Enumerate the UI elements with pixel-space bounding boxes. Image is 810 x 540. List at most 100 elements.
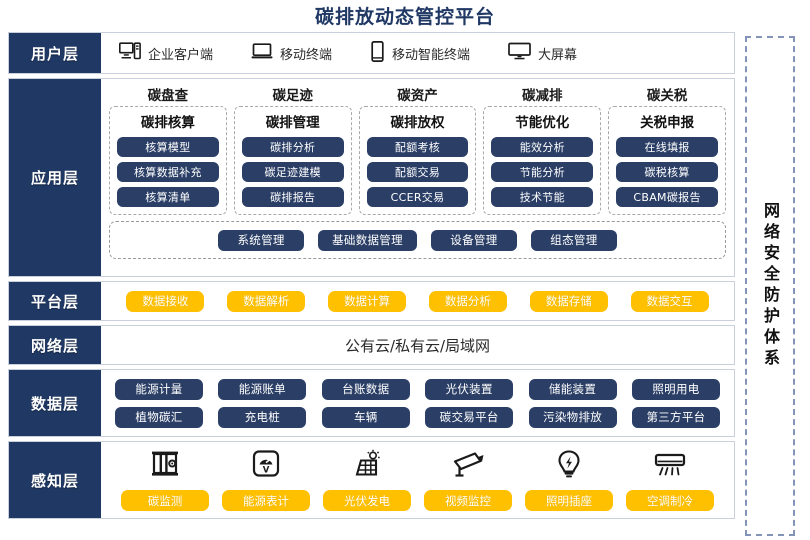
data-row: 能源计量 能源账单 台账数据 光伏装置 储能装置 照明用电 [115, 378, 720, 400]
app-item-button[interactable]: CBAM碳报告 [616, 187, 718, 207]
app-item-button[interactable]: 在线填报 [616, 137, 718, 157]
lightbulb-icon [554, 449, 584, 483]
app-box-tariff-declaration: 关税申报 在线填报 碳税核算 CBAM碳报告 [608, 106, 726, 215]
data-item-button[interactable]: 储能装置 [528, 378, 617, 400]
layer-platform: 平台层 数据接收 数据解析 数据计算 数据分析 数据存储 数据交互 [8, 281, 735, 321]
data-item-button[interactable]: 照明用电 [631, 378, 720, 400]
platform-item-button[interactable]: 数据交互 [630, 290, 709, 312]
layer-perception-label: 感知层 [9, 442, 101, 518]
layer-data-content: 能源计量 能源账单 台账数据 光伏装置 储能装置 照明用电 植物碳汇 充电桩 车… [101, 370, 734, 436]
large-screen-icon [508, 42, 531, 64]
user-item-label: 大屏幕 [538, 47, 578, 63]
layer-network-content: 公有云/私有云/局域网 [101, 326, 734, 364]
platform-item-button[interactable]: 数据解析 [227, 290, 306, 312]
layer-user: 用户层 企业客户端 [8, 32, 735, 74]
app-column-title: 碳关税 [646, 88, 688, 104]
perception-item-lighting-socket[interactable]: 照明插座 [523, 449, 615, 511]
perception-item-label[interactable]: 能源表计 [222, 490, 310, 511]
app-column-carbon-tariff: 碳关税 关税申报 在线填报 碳税核算 CBAM碳报告 [608, 84, 726, 215]
user-item-enterprise-client[interactable]: 企业客户端 [119, 42, 213, 64]
app-item-button[interactable]: 碳排分析 [241, 137, 344, 157]
perception-item-label[interactable]: 空调制冷 [626, 490, 714, 511]
user-item-label: 企业客户端 [148, 47, 214, 63]
app-box-title: 碳排放权 [390, 115, 445, 131]
platform-item-button[interactable]: 数据存储 [529, 290, 608, 312]
data-item-button[interactable]: 植物碳汇 [115, 406, 203, 428]
app-box-carbon-management: 碳排管理 碳排分析 碳足迹建模 碳排报告 [233, 106, 352, 215]
platform-item-button[interactable]: 数据计算 [328, 290, 407, 312]
perception-item-label[interactable]: 碳监测 [121, 490, 209, 511]
svg-text:V: V [263, 465, 270, 475]
app-box-emission-rights: 碳排放权 配额考核 配额交易 CCER交易 [358, 106, 477, 215]
app-item-button[interactable]: 碳税核算 [616, 162, 718, 182]
app-box-carbon-accounting: 碳排核算 核算模型 核算数据补充 核算清单 [109, 106, 227, 215]
layer-application-label: 应用层 [9, 79, 101, 276]
layer-user-content: 企业客户端 移动终端 [101, 33, 734, 73]
app-column-title: 碳盘查 [147, 88, 189, 104]
layer-application-content: 碳盘查 碳排核算 核算模型 核算数据补充 核算清单 碳足迹 碳排管理 [101, 79, 734, 276]
cctv-camera-icon [451, 449, 485, 483]
layer-platform-label: 平台层 [9, 282, 101, 320]
perception-item-label[interactable]: 视频监控 [424, 490, 512, 511]
app-item-button[interactable]: 碳足迹建模 [241, 162, 344, 182]
network-layer-text: 公有云/私有云/局域网 [344, 336, 491, 355]
layer-user-label: 用户层 [9, 33, 101, 73]
perception-item-label[interactable]: 照明插座 [525, 490, 613, 511]
app-column-title: 碳足迹 [272, 88, 313, 104]
app-item-button[interactable]: 能效分析 [491, 137, 594, 157]
application-base-services: 系统管理 基础数据管理 设备管理 组态管理 [109, 221, 726, 259]
base-service-button[interactable]: 系统管理 [218, 229, 305, 251]
network-security-band: 网络安全防护体系 [745, 36, 795, 536]
user-item-large-screen[interactable]: 大屏幕 [508, 42, 577, 64]
app-column-carbon-footprint: 碳足迹 碳排管理 碳排分析 碳足迹建模 碳排报告 [233, 84, 352, 215]
app-column-carbon-inventory: 碳盘查 碳排核算 核算模型 核算数据补充 核算清单 [109, 84, 227, 215]
base-service-button[interactable]: 基础数据管理 [318, 229, 417, 251]
data-item-button[interactable]: 能源计量 [115, 378, 203, 400]
layer-platform-content: 数据接收 数据解析 数据计算 数据分析 数据存储 数据交互 [101, 282, 734, 320]
data-item-button[interactable]: 第三方平台 [631, 406, 720, 428]
base-service-button[interactable]: 组态管理 [530, 229, 617, 251]
app-item-button[interactable]: 核算清单 [117, 187, 219, 207]
user-item-mobile-terminal[interactable]: 移动终端 [251, 42, 332, 64]
perception-item-label[interactable]: 光伏发电 [323, 490, 411, 511]
app-item-button[interactable]: 技术节能 [491, 187, 594, 207]
data-item-button[interactable]: 光伏装置 [425, 378, 514, 400]
data-item-button[interactable]: 台账数据 [321, 378, 410, 400]
app-box-title: 关税申报 [640, 115, 695, 131]
perception-item-energy-meter[interactable]: V 能源表计 [220, 449, 312, 511]
perception-item-carbon-monitor[interactable]: 碳监测 [119, 449, 211, 511]
platform-item-button[interactable]: 数据接收 [126, 290, 205, 312]
app-item-button[interactable]: CCER交易 [366, 187, 469, 207]
perception-item-solar-power[interactable]: 光伏发电 [321, 449, 413, 511]
layer-stack: 用户层 企业客户端 [8, 32, 735, 519]
app-item-button[interactable]: 节能分析 [491, 162, 594, 182]
data-item-button[interactable]: 污染物排放 [528, 406, 617, 428]
perception-item-video-surveillance[interactable]: 视频监控 [422, 449, 514, 511]
perception-item-air-conditioning[interactable]: 空调制冷 [624, 449, 716, 511]
user-item-smart-mobile-terminal[interactable]: 移动智能终端 [370, 40, 470, 66]
app-item-button[interactable]: 配额交易 [366, 162, 469, 182]
application-columns: 碳盘查 碳排核算 核算模型 核算数据补充 核算清单 碳足迹 碳排管理 [109, 84, 726, 215]
base-service-button[interactable]: 设备管理 [430, 229, 517, 251]
data-item-button[interactable]: 充电桩 [218, 406, 307, 428]
layer-data-label: 数据层 [9, 370, 101, 436]
layer-data: 数据层 能源计量 能源账单 台账数据 光伏装置 储能装置 照明用电 植物碳汇 充… [8, 369, 735, 437]
app-item-button[interactable]: 核算模型 [117, 137, 219, 157]
diagram-canvas: 用户层 企业客户端 [0, 32, 810, 540]
solar-panel-icon [351, 449, 383, 483]
app-column-title: 碳减排 [522, 88, 563, 104]
laptop-icon [251, 42, 273, 64]
page-title: 碳排放动态管控平台 [314, 6, 495, 28]
app-item-button[interactable]: 配额考核 [366, 137, 469, 157]
app-box-title: 碳排核算 [140, 115, 195, 131]
app-box-energy-optimization: 节能优化 能效分析 节能分析 技术节能 [483, 106, 602, 215]
data-item-button[interactable]: 车辆 [321, 406, 410, 428]
data-item-button[interactable]: 能源账单 [218, 378, 307, 400]
app-item-button[interactable]: 核算数据补充 [117, 162, 219, 182]
app-item-button[interactable]: 碳排报告 [241, 187, 344, 207]
data-item-button[interactable]: 碳交易平台 [425, 406, 514, 428]
layer-network-label: 网络层 [9, 326, 101, 364]
air-conditioner-icon [653, 449, 687, 483]
app-box-title: 碳排管理 [265, 115, 320, 131]
platform-item-button[interactable]: 数据分析 [428, 290, 507, 312]
